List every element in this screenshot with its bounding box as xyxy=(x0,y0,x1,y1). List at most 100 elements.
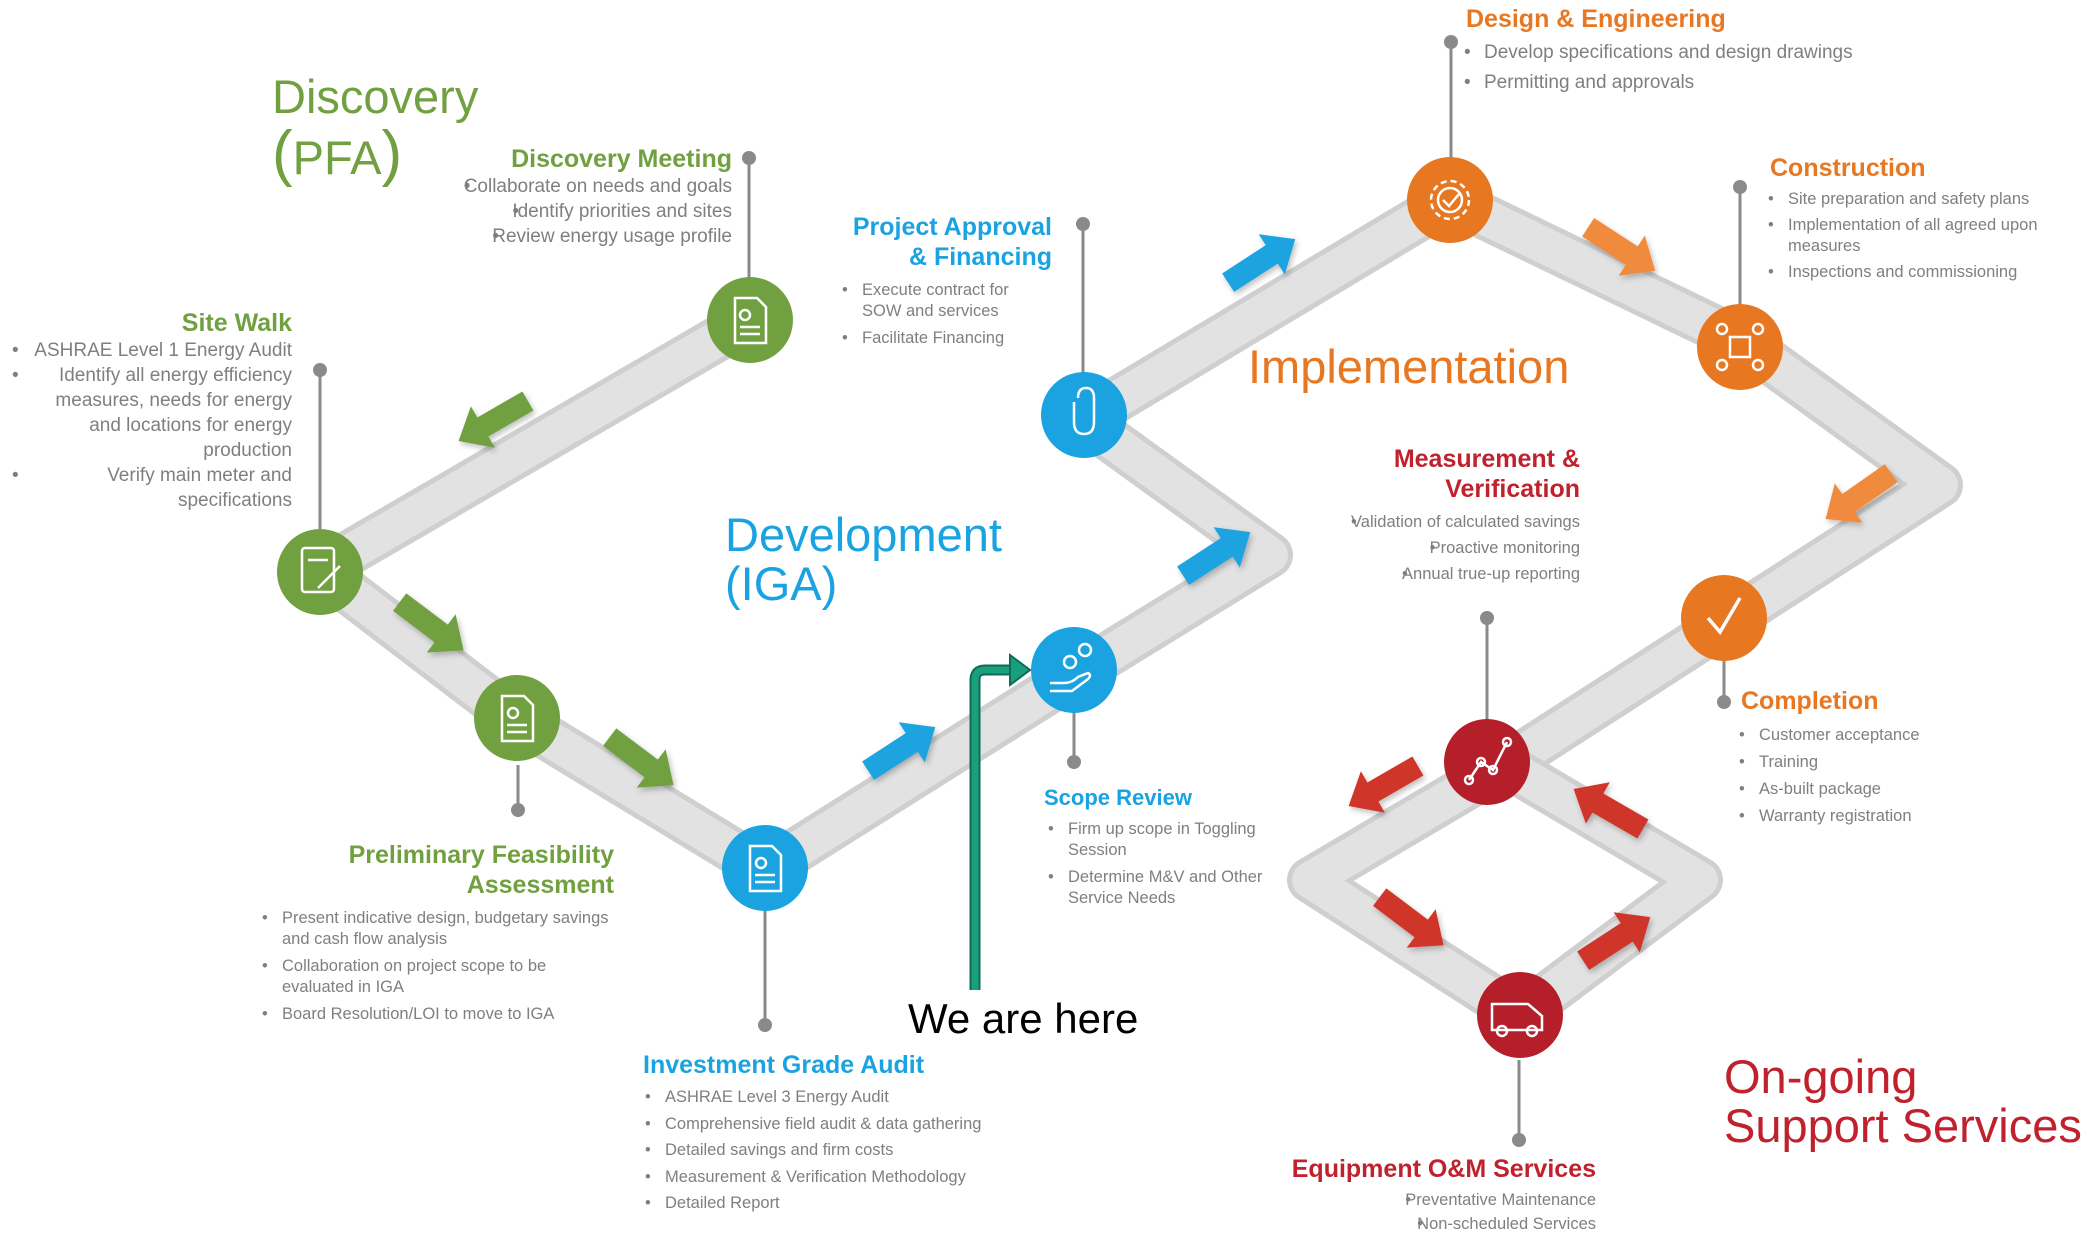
step-bullets: Preventative Maintenance Non-scheduled S… xyxy=(1290,1188,1596,1235)
step-iga: Investment Grade Audit ASHRAE Level 3 En… xyxy=(643,1050,1063,1217)
step-title: Project Approval & Financing xyxy=(846,212,1052,272)
bullet-item: ASHRAE Level 3 Energy Audit xyxy=(641,1084,1063,1111)
step-title: Discovery Meeting xyxy=(511,145,732,173)
step-title-line2: Verification xyxy=(1445,475,1580,503)
phase-discovery: Discovery (PFA) xyxy=(272,70,479,189)
step-construction: Construction Site preparation and safety… xyxy=(1768,153,2070,283)
document-check-icon xyxy=(748,844,783,893)
step-bullets: Site preparation and safety plans Implem… xyxy=(1764,189,2070,283)
bullet-item: Site preparation and safety plans xyxy=(1764,189,2070,210)
step-title-line1: Project Approval xyxy=(852,213,1052,241)
arrow-icon xyxy=(1373,888,1444,948)
pfa-node xyxy=(474,675,560,761)
bullet-item: As-built package xyxy=(1735,776,2041,803)
step-site-walk: Site Walk ASHRAE Level 1 Energy Audit Id… xyxy=(8,308,292,513)
bullet-item: ASHRAE Level 1 Energy Audit xyxy=(8,338,292,363)
step-bullets: Execute contract for SOW and services Fa… xyxy=(838,280,1052,349)
completion-node xyxy=(1681,575,1767,661)
bullet-item: Collaborate on needs and goals xyxy=(400,174,732,199)
step-title: Equipment O&M Services xyxy=(1291,1155,1596,1183)
arrow-icon xyxy=(1573,782,1649,839)
direction-arrows xyxy=(393,218,1898,970)
document-check-icon xyxy=(733,296,768,345)
phase-development-line2: (IGA) xyxy=(725,557,838,611)
bullet-item: Verify main meter and specifications xyxy=(8,463,292,513)
bullet-item: Annual true-up reporting xyxy=(1348,564,1580,585)
phase-discovery-line1: Discovery xyxy=(272,70,479,123)
step-title: Preliminary Feasibility Assessment xyxy=(258,840,614,900)
service-van-icon xyxy=(1490,1002,1544,1038)
step-bullets: Present indicative design, budgetary sav… xyxy=(258,908,614,1025)
bullet-item: Identify all energy efficiency measures,… xyxy=(8,363,292,463)
step-title: Completion xyxy=(1741,687,1879,715)
arrow-icon xyxy=(393,593,464,653)
phase-development-line1: Development xyxy=(725,508,1002,561)
network-nodes-icon xyxy=(1715,322,1765,372)
step-title-line2: Assessment xyxy=(466,871,614,899)
step-title: Design & Engineering xyxy=(1466,5,1726,33)
step-design: Design & Engineering Develop specificati… xyxy=(1464,4,1886,98)
step-pfa: Preliminary Feasibility Assessment Prese… xyxy=(258,840,614,1025)
scope-review-node xyxy=(1031,627,1117,713)
bullet-item: Present indicative design, budgetary sav… xyxy=(258,908,614,950)
step-circles xyxy=(277,157,1783,1058)
site-walk-node xyxy=(277,529,363,615)
bullet-item: Training xyxy=(1735,749,2041,776)
bullet-item: Firm up scope in Toggling Session xyxy=(1044,819,1284,861)
arrow-icon xyxy=(1348,756,1424,813)
bullet-item: Proactive monitoring xyxy=(1348,538,1580,559)
touch-hand-icon xyxy=(1072,386,1096,436)
bullet-item: Implementation of all agreed upon measur… xyxy=(1764,215,2070,257)
we-are-here-label: We are here xyxy=(908,995,1139,1042)
arrow-icon xyxy=(1582,218,1656,276)
bullet-item: Execute contract for SOW and services xyxy=(838,280,1052,322)
discovery-meeting-node xyxy=(707,277,793,363)
bullet-item: Detailed Report xyxy=(641,1190,1063,1217)
step-om: Equipment O&M Services Preventative Main… xyxy=(1290,1154,1596,1235)
bullet-item: Facilitate Financing xyxy=(838,328,1052,349)
bullet-item: Determine M&V and Other Service Needs xyxy=(1044,867,1284,909)
step-bullets: Validation of calculated savings Proacti… xyxy=(1348,512,1580,585)
step-title: Scope Review xyxy=(1044,785,1192,810)
step-completion: Completion Customer acceptance Training … xyxy=(1739,686,2041,830)
construction-node xyxy=(1697,304,1783,390)
phase-support-line1: On-going xyxy=(1724,1050,1918,1103)
paren-open: ( xyxy=(272,119,293,189)
step-title: Investment Grade Audit xyxy=(643,1051,925,1079)
arrow-icon xyxy=(1177,527,1251,585)
arrow-icon xyxy=(1577,912,1651,970)
notebook-pen-icon xyxy=(300,546,341,594)
step-bullets: Customer acceptance Training As-built pa… xyxy=(1735,722,2041,830)
arrow-icon xyxy=(603,728,674,788)
bullet-item: Collaboration on project scope to be eva… xyxy=(258,956,614,998)
step-approval: Project Approval & Financing Execute con… xyxy=(842,212,1052,349)
bullet-item: Measurement & Verification Methodology xyxy=(641,1164,1063,1191)
bullet-item: Detailed savings and firm costs xyxy=(641,1137,1063,1164)
paren-close: ) xyxy=(381,119,403,189)
step-bullets: ASHRAE Level 3 Energy Audit Comprehensiv… xyxy=(641,1084,1063,1217)
hand-coins-icon xyxy=(1050,642,1093,693)
om-node xyxy=(1477,972,1563,1058)
step-mv: Measurement & Verification Validation of… xyxy=(1348,444,1580,585)
step-bullets: Develop specifications and design drawin… xyxy=(1460,38,1886,98)
step-title: Construction xyxy=(1770,154,1926,182)
step-scope-review: Scope Review Firm up scope in Toggling S… xyxy=(1044,783,1284,909)
phase-discovery-line2: PFA xyxy=(292,131,382,185)
bullet-item: Preventative Maintenance xyxy=(1290,1188,1596,1213)
step-discovery-meeting: Discovery Meeting Collaborate on needs a… xyxy=(400,144,732,249)
we-are-here-marker xyxy=(969,653,1032,990)
iga-node xyxy=(722,825,808,911)
bullet-item: Inspections and commissioning xyxy=(1764,262,2070,283)
arrow-icon xyxy=(1825,464,1898,523)
step-bullets: ASHRAE Level 1 Energy Audit Identify all… xyxy=(8,338,292,513)
bullet-item: Warranty registration xyxy=(1735,803,2041,830)
phase-implementation: Implementation xyxy=(1248,340,1570,393)
bullet-item: Customer acceptance xyxy=(1735,722,2041,749)
pins xyxy=(313,35,1747,1147)
bullet-item: Comprehensive field audit & data gatheri… xyxy=(641,1111,1063,1138)
bullet-item: Board Resolution/LOI to move to IGA xyxy=(258,1004,614,1025)
document-list-icon xyxy=(500,694,535,743)
mv-node xyxy=(1444,719,1530,805)
bullet-item: Develop specifications and design drawin… xyxy=(1460,38,1886,68)
